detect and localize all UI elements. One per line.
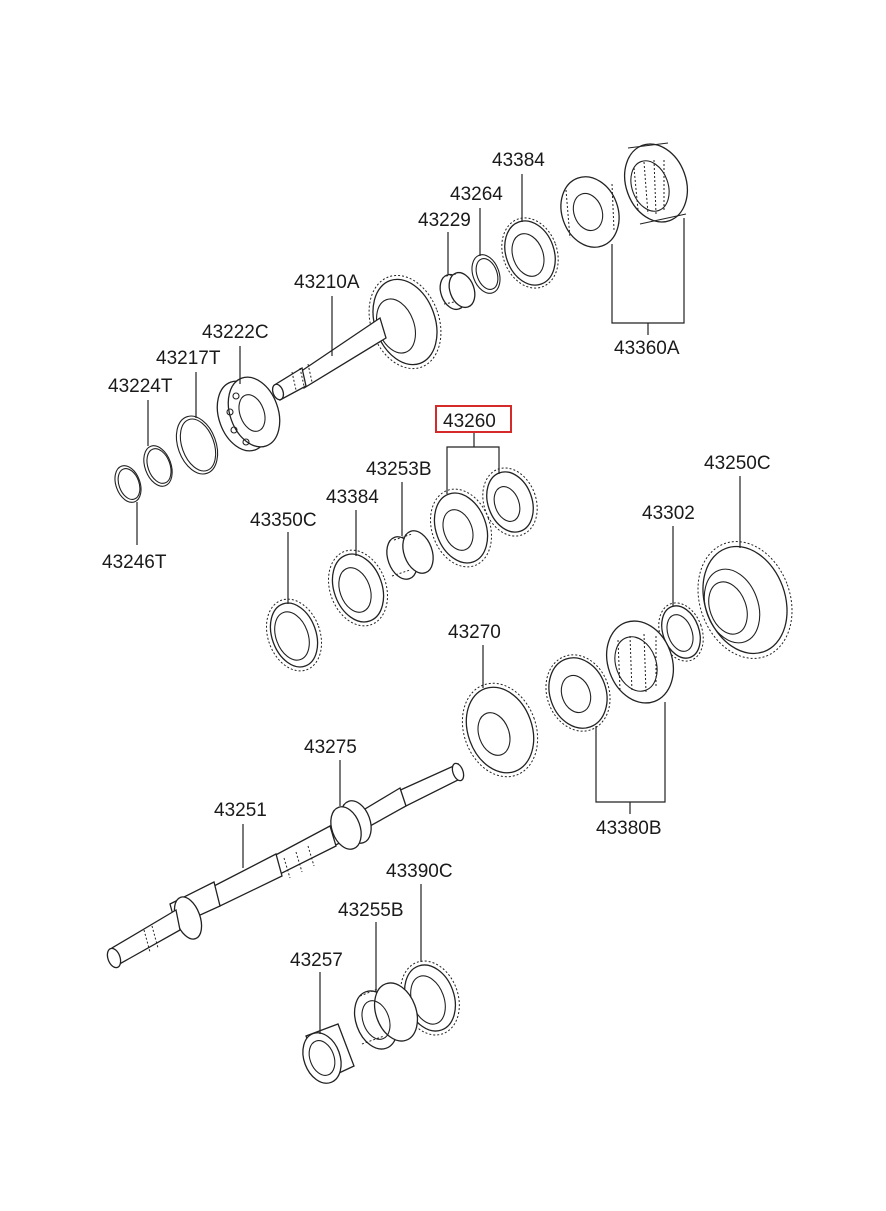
circlip-part[interactable] (110, 462, 146, 506)
label-43390C[interactable]: 43390C (386, 861, 453, 882)
label-43270[interactable]: 43270 (448, 622, 501, 643)
reverse-gear-43250C-part[interactable] (682, 528, 808, 672)
label-43302[interactable]: 43302 (642, 503, 695, 524)
label-43384-top[interactable]: 43384 (492, 150, 545, 171)
label-43260[interactable]: 43260 (443, 411, 496, 432)
bushing-43257-part[interactable] (296, 1023, 355, 1089)
label-43246T[interactable]: 43246T (102, 552, 167, 573)
input-shaft-part[interactable] (271, 265, 454, 401)
label-43380B[interactable]: 43380B (596, 818, 662, 839)
needle-bearing-43255B-part[interactable] (347, 977, 425, 1055)
gear-set-43260-part[interactable] (420, 460, 546, 575)
synchronizer-ring-mid-part[interactable] (318, 542, 397, 634)
label-43210A[interactable]: 43210A (294, 272, 360, 293)
synchro-hub-part[interactable] (551, 169, 628, 256)
label-43250C[interactable]: 43250C (704, 453, 771, 474)
retaining-ring-part[interactable] (169, 410, 225, 479)
label-43350C[interactable]: 43350C (250, 510, 317, 531)
label-43222C[interactable]: 43222C (202, 322, 269, 343)
label-43251[interactable]: 43251 (214, 800, 267, 821)
needle-bearing-43253B-part[interactable] (381, 527, 438, 584)
synchro-hub-43380B-part[interactable] (536, 646, 621, 741)
label-43275[interactable]: 43275 (304, 737, 357, 758)
label-43253B[interactable]: 43253B (366, 459, 432, 480)
leader-lines (136, 174, 741, 1034)
label-43360A[interactable]: 43360A (614, 338, 680, 359)
ball-bearing-part[interactable] (208, 370, 289, 458)
label-43257[interactable]: 43257 (290, 950, 343, 971)
label-43224T[interactable]: 43224T (108, 376, 173, 397)
synchro-sleeve-43380B-part[interactable] (596, 612, 685, 713)
snap-ring-part[interactable] (467, 251, 505, 297)
label-43217T[interactable]: 43217T (156, 348, 221, 369)
synchro-ring-43350C-part[interactable] (257, 591, 331, 678)
synchro-sleeve-part[interactable] (614, 135, 698, 231)
output-shaft-part[interactable] (105, 762, 466, 970)
label-43384-mid[interactable]: 43384 (326, 487, 379, 508)
gear-43270-part[interactable] (450, 673, 550, 788)
synchronizer-ring-part[interactable] (492, 210, 567, 296)
needle-bearing-part[interactable] (436, 269, 480, 313)
highlight-box-43260 (435, 405, 512, 433)
label-43264[interactable]: 43264 (450, 184, 503, 205)
label-43255B[interactable]: 43255B (338, 900, 404, 921)
label-43229[interactable]: 43229 (418, 210, 471, 231)
spacer-ring-part[interactable] (139, 442, 178, 490)
